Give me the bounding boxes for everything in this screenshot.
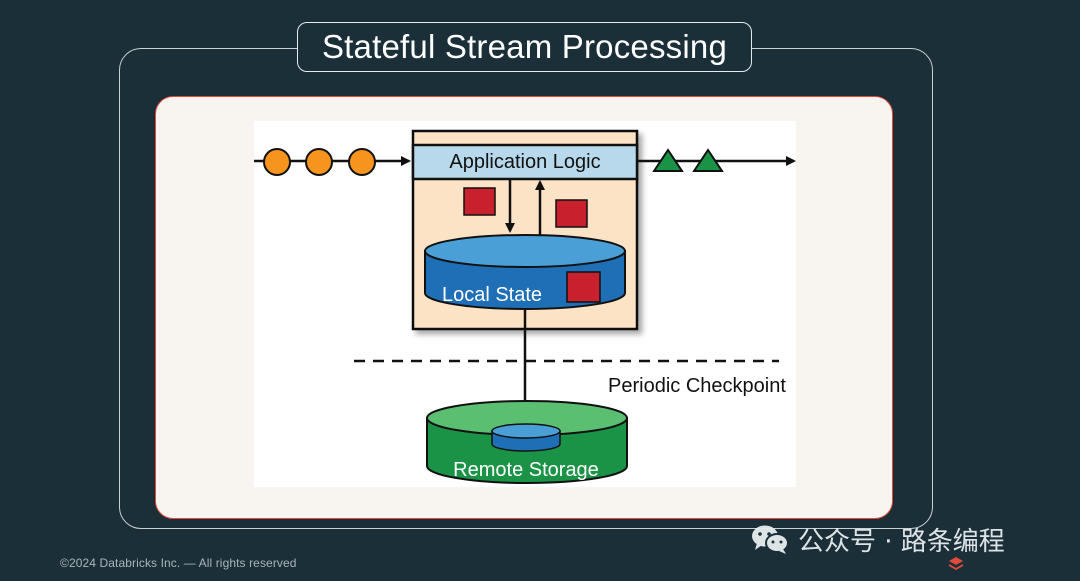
input-event-circle (348, 148, 376, 176)
slide-title: Stateful Stream Processing (297, 22, 752, 72)
output-event-triangle (652, 148, 684, 172)
wechat-watermark: 公众号 · 路条编程 (750, 519, 1005, 559)
copyright-footer: ©2024 Databricks Inc. — All rights reser… (60, 556, 297, 570)
stateful-stream-diagram: Application Logic Local State Periodic C… (254, 121, 796, 487)
application-logic-label: Application Logic (449, 151, 600, 173)
state-entry-square (463, 187, 496, 216)
state-entry-square (566, 271, 601, 303)
state-entry-square (555, 199, 588, 228)
input-event-circle (263, 148, 291, 176)
checkpoint-label: Periodic Checkpoint (608, 375, 786, 397)
remote-storage-label: Remote Storage (453, 459, 599, 481)
checkpoint-snapshot-cylinder (491, 423, 561, 452)
input-event-circle (305, 148, 333, 176)
application-logic-box (411, 143, 639, 181)
watermark-text: 公众号 · 路条编程 (798, 526, 1005, 557)
output-event-triangle (692, 148, 724, 172)
local-state-label: Local State (442, 284, 542, 306)
databricks-logo-icon (949, 557, 963, 570)
wechat-icon (752, 525, 789, 554)
